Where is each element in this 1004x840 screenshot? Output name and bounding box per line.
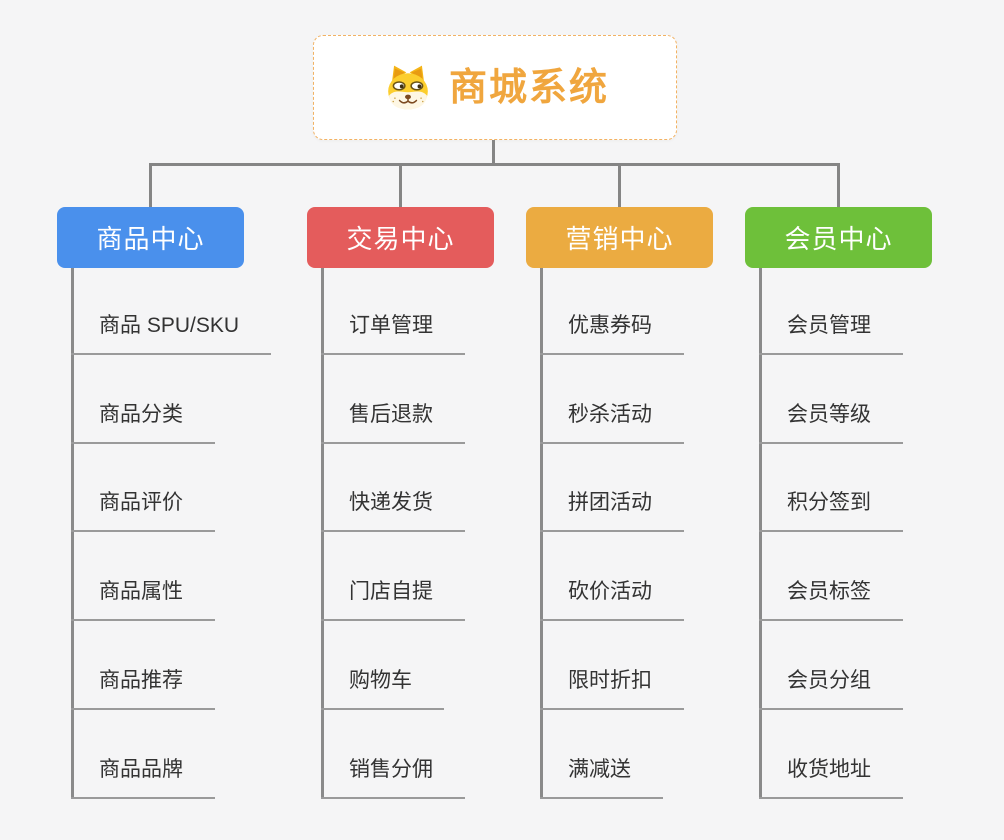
connector-drop-branch-2 <box>399 166 402 208</box>
topic-node[interactable]: 商品品牌 <box>71 753 215 799</box>
topic-node[interactable]: 会员等级 <box>759 398 903 444</box>
branch-node-members[interactable]: 会员中心 <box>745 207 932 268</box>
topic-node[interactable]: 优惠券码 <box>540 309 684 355</box>
topic-node[interactable]: 会员管理 <box>759 309 903 355</box>
topic-node[interactable]: 购物车 <box>321 664 444 710</box>
topic-node[interactable]: 门店自提 <box>321 575 465 621</box>
topic-node[interactable]: 砍价活动 <box>540 575 684 621</box>
connector-drop-branch-1 <box>149 166 152 208</box>
topic-node[interactable]: 商品分类 <box>71 398 215 444</box>
topic-node[interactable]: 商品推荐 <box>71 664 215 710</box>
branch-node-products[interactable]: 商品中心 <box>57 207 244 268</box>
topic-node[interactable]: 商品评价 <box>71 486 215 532</box>
branch-node-trade[interactable]: 交易中心 <box>307 207 494 268</box>
topic-node[interactable]: 会员分组 <box>759 664 903 710</box>
topic-node[interactable]: 限时折扣 <box>540 664 684 710</box>
topic-node[interactable]: 积分签到 <box>759 486 903 532</box>
root-title: 商城系统 <box>448 66 609 109</box>
branch-spine-line <box>759 268 762 799</box>
topic-node[interactable]: 收货地址 <box>759 753 903 799</box>
topic-node[interactable]: 订单管理 <box>321 309 465 355</box>
branch-spine-line <box>321 268 324 799</box>
topic-node[interactable]: 会员标签 <box>759 575 903 621</box>
topic-node[interactable]: 售后退款 <box>321 398 465 444</box>
topic-node[interactable]: 秒杀活动 <box>540 398 684 444</box>
connector-horizontal-bar <box>149 163 840 166</box>
topic-node[interactable]: 商品 SPU/SKU <box>71 309 272 355</box>
topic-node[interactable]: 商品属性 <box>71 575 215 621</box>
topic-node[interactable]: 销售分佣 <box>321 753 465 799</box>
topic-node[interactable]: 满减送 <box>540 753 663 799</box>
branch-node-marketing[interactable]: 营销中心 <box>526 207 713 268</box>
root-node[interactable]: 商城系统 <box>313 35 677 140</box>
connector-drop-branch-4 <box>837 166 840 208</box>
branch-spine-line <box>540 268 543 799</box>
connector-root-drop <box>492 140 495 164</box>
dog-face-icon <box>381 61 435 115</box>
topic-node[interactable]: 快递发货 <box>321 486 465 532</box>
connector-drop-branch-3 <box>618 166 621 208</box>
topic-node[interactable]: 拼团活动 <box>540 486 684 532</box>
branch-spine-line <box>71 268 74 799</box>
